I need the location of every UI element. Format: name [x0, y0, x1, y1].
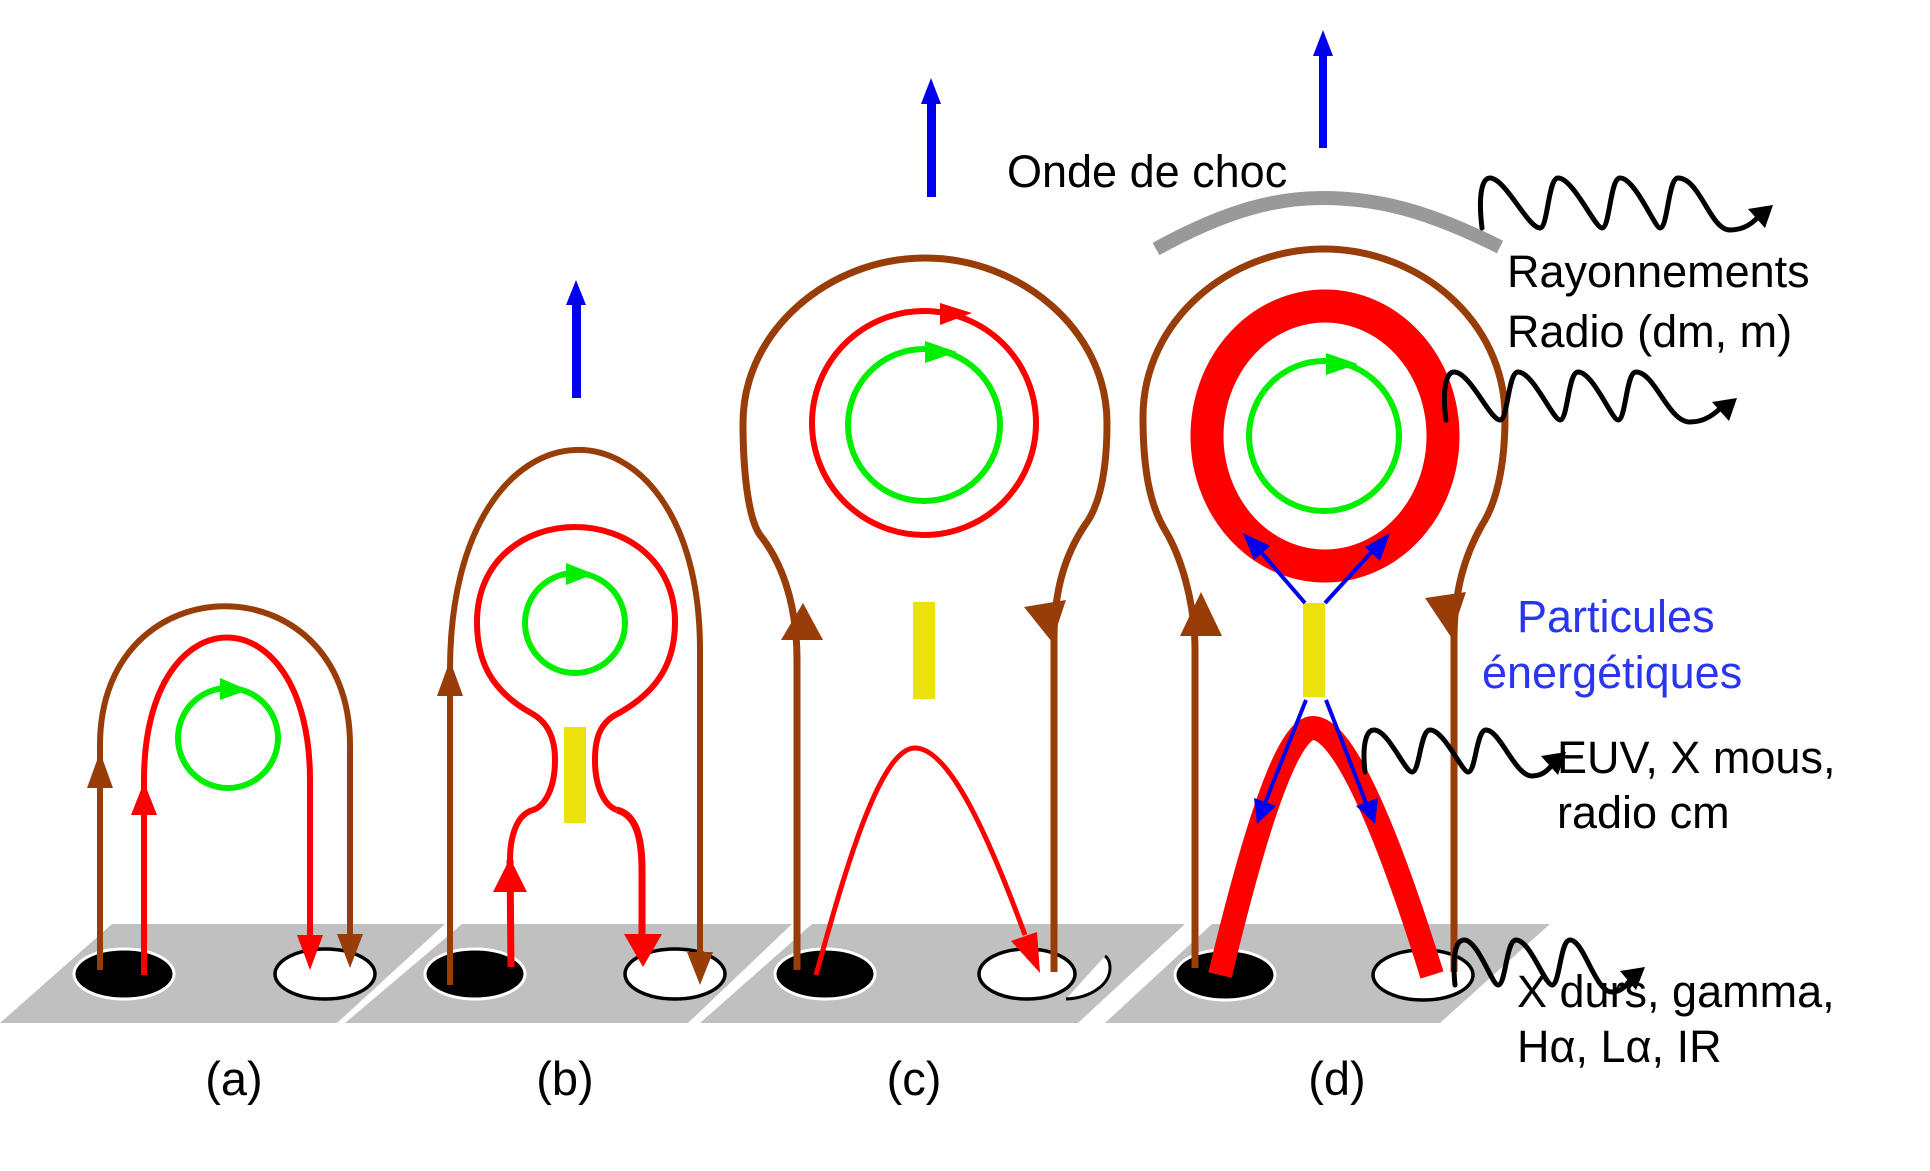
label-particles-line1: Particules: [1517, 591, 1715, 642]
label-euv-line2: radio cm: [1557, 787, 1730, 838]
plasmoid-ring-d: [1190, 289, 1460, 583]
field-line-red-a: [141, 634, 313, 975]
label-shock-wave: Onde de choc: [1007, 146, 1287, 197]
rise-arrow-shaft-d: [1319, 52, 1327, 148]
label-radio-line1: Rayonnements: [1507, 246, 1810, 297]
field-line-brown-d: [1139, 245, 1509, 972]
crescent-mark-c: [1065, 954, 1112, 1001]
plasmoid-loop-c: [809, 308, 1039, 538]
panel-d: [1139, 30, 1509, 1002]
sunspot-positive-a: [273, 947, 377, 1001]
plasmoid-arrow-c: [940, 303, 972, 325]
panel-label-a: (a): [205, 1052, 262, 1105]
label-hxr-line2: Hα, Lα, IR: [1517, 1021, 1722, 1072]
particle-arrowhead-upright: [1365, 533, 1390, 561]
arrow-down-brown-a: [337, 934, 363, 968]
flux-rope-arrow-b: [566, 563, 594, 585]
post-flare-loop-d: [1208, 715, 1444, 979]
arrow-up-brown-d: [1180, 592, 1222, 636]
panel-label-d: (d): [1308, 1052, 1365, 1105]
panel-label-b: (b): [536, 1052, 593, 1105]
radiation-arrows: [1361, 175, 1765, 995]
panel-b: [423, 280, 727, 1001]
arrow-up-red-a: [131, 782, 157, 815]
label-radio-line2: Radio (dm, m): [1507, 306, 1792, 357]
arrow-up-brown-b: [437, 660, 463, 696]
panel-label-c: (c): [887, 1052, 942, 1105]
platform-d: [1105, 924, 1550, 1023]
field-line-brown-a: [97, 603, 353, 970]
wave-radio-dm-lower: [1441, 369, 1728, 425]
arrow-up-brown-a: [87, 752, 113, 788]
wave-euv: [1361, 727, 1559, 779]
flux-rope-d: [1246, 358, 1402, 514]
wave-radio-dm-upper: [1477, 175, 1765, 233]
rise-arrow-head-d: [1313, 30, 1333, 56]
field-line-red-b-right-leg: [615, 806, 646, 940]
flux-rope-arrow-a: [220, 678, 248, 700]
particle-arrows-d: [1253, 543, 1380, 809]
current-sheet-c: [913, 602, 935, 699]
arrow-down-brown-c: [1024, 600, 1066, 642]
label-euv-line1: EUV, X mous,: [1557, 732, 1835, 783]
current-sheet-b: [564, 727, 586, 823]
field-line-red-b-neck-left: [507, 710, 559, 861]
arrow-down-brown-d: [1425, 592, 1466, 637]
particle-arrowhead-downright: [1356, 798, 1378, 824]
rise-arrow-shaft-b: [572, 300, 581, 398]
arrow-down-red-b: [624, 934, 662, 967]
flux-rope-b: [522, 570, 628, 676]
label-particles-line2: énergétiques: [1482, 647, 1742, 698]
rise-arrow-head-c: [921, 78, 941, 104]
shock-wave-arc: [1152, 190, 1504, 256]
post-flare-loop-c: [813, 745, 1028, 976]
particle-arrowhead-upleft: [1243, 533, 1270, 560]
flux-rope-arrow-d: [1326, 353, 1358, 375]
wave-hard-xray: [1451, 937, 1637, 995]
panel-c: [739, 78, 1112, 1001]
flux-rope-c: [845, 346, 1003, 504]
field-line-brown-c: [739, 254, 1111, 972]
sunspot-negative-a: [72, 947, 176, 1001]
wave-radio-lower-arrowhead: [1712, 398, 1737, 421]
wave-euv-arrowhead: [1541, 752, 1566, 775]
rise-arrow-head-b: [566, 280, 586, 305]
flux-rope-arrow-c: [925, 341, 957, 363]
label-hxr-line1: X durs, gamma,: [1517, 966, 1835, 1017]
flux-rope-a: [175, 685, 281, 791]
arrow-down-red-a: [297, 935, 323, 970]
field-line-brown-b: [447, 446, 703, 985]
wave-radio-upper-arrowhead: [1748, 205, 1773, 228]
rise-arrow-shaft-c: [927, 100, 936, 197]
sunspot-negative-c: [773, 947, 877, 1001]
arrow-down-red-c: [1011, 932, 1040, 973]
current-sheet-d: [1303, 603, 1325, 697]
arrow-down-brown-b: [687, 952, 713, 985]
wave-hxr-arrowhead: [1620, 967, 1645, 990]
field-line-red-b-upper: [473, 523, 679, 813]
arrow-up-red-b: [493, 858, 527, 892]
particle-arrowhead-downleft: [1254, 798, 1276, 824]
panel-a: [72, 603, 377, 1001]
arrow-up-brown-c: [781, 603, 823, 640]
